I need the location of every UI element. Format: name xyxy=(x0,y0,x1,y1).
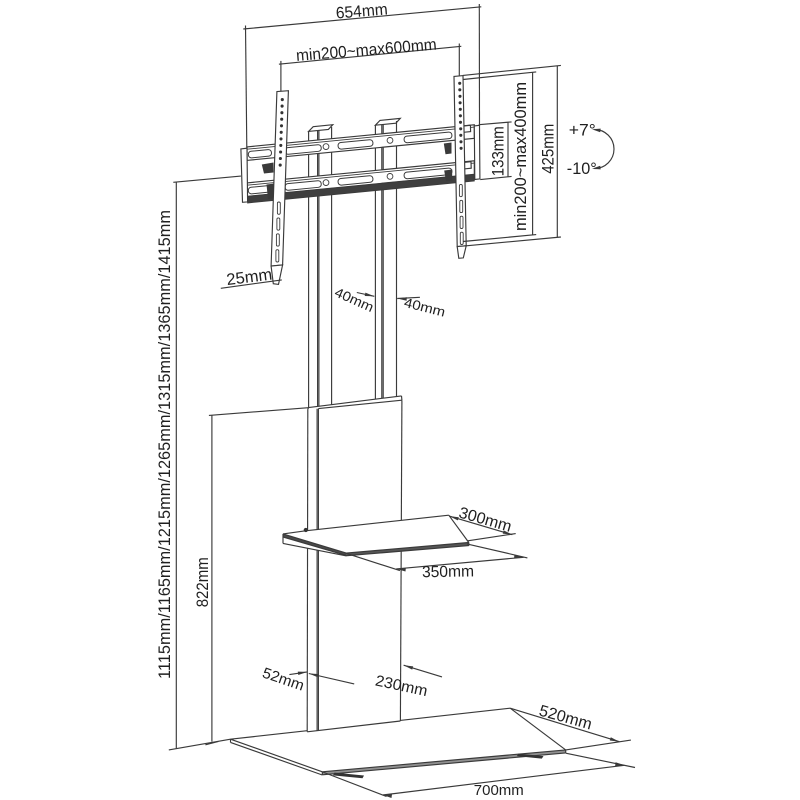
svg-text:1115mm/1165mm/1215mm/1265mm/13: 1115mm/1165mm/1215mm/1265mm/1315mm/1365m… xyxy=(156,210,174,679)
svg-text:822mm: 822mm xyxy=(194,557,212,607)
svg-text:min200~max400mm: min200~max400mm xyxy=(512,82,530,231)
svg-text:425mm: 425mm xyxy=(540,124,558,174)
svg-text:-10°: -10° xyxy=(567,159,597,178)
svg-text:25mm: 25mm xyxy=(225,266,273,289)
svg-text:133mm: 133mm xyxy=(489,126,507,176)
svg-text:654mm: 654mm xyxy=(335,0,388,22)
svg-text:+7°: +7° xyxy=(569,120,596,139)
svg-text:700mm: 700mm xyxy=(474,783,524,799)
svg-text:350mm: 350mm xyxy=(422,563,474,581)
